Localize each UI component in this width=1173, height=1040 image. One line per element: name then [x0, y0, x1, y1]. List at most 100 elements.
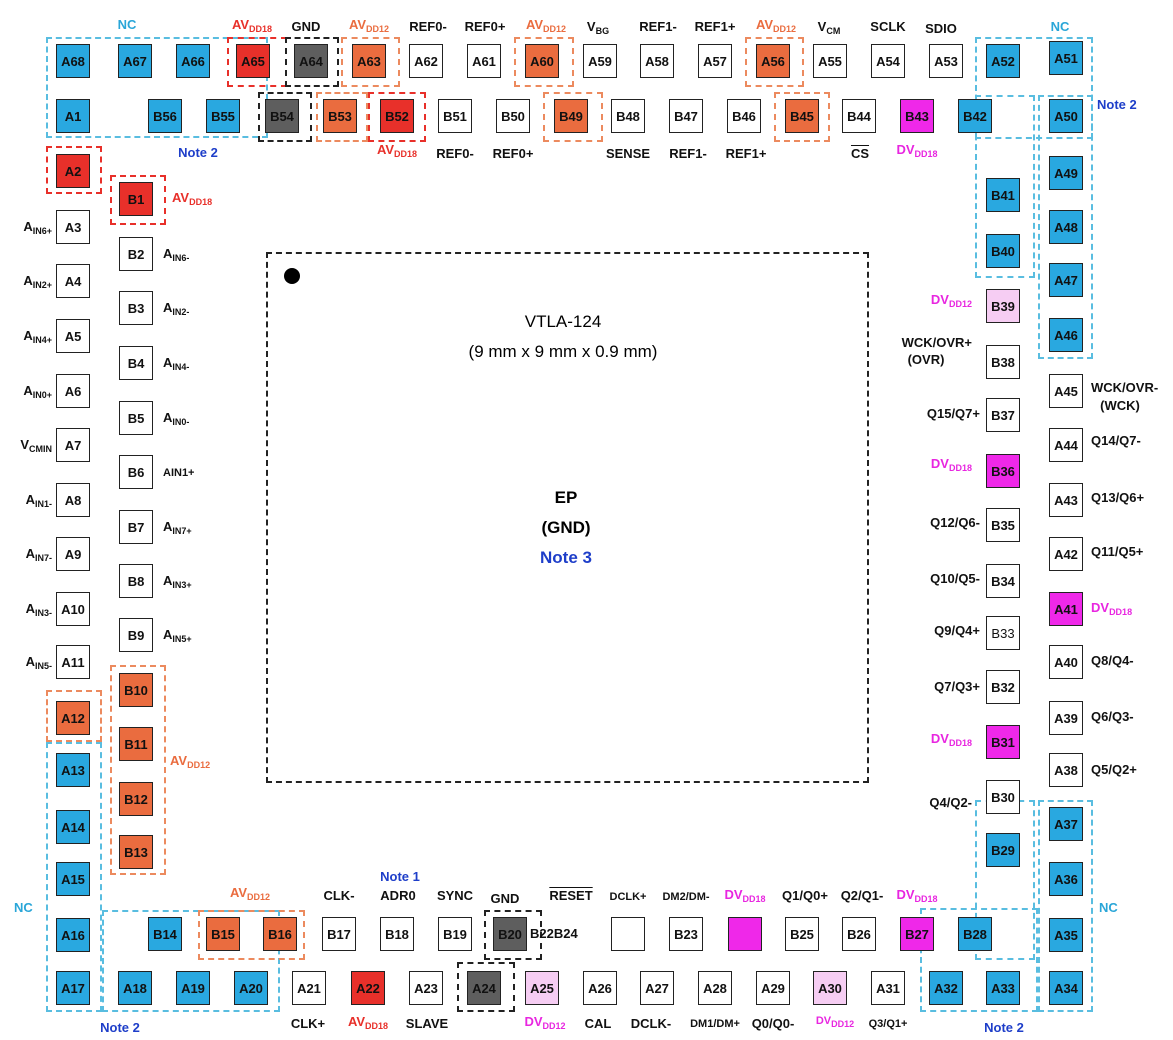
- nc-group-left-bottom: [46, 742, 102, 1012]
- pin-b52: B52: [380, 99, 414, 133]
- label-b4-ain4m: AIN4-: [163, 355, 189, 375]
- dd18-text: DD18: [189, 197, 213, 207]
- pin-a36: A36: [1049, 862, 1083, 896]
- label-b44-cs: CS: [850, 146, 870, 161]
- label-a9-ain7m: AIN7-: [26, 546, 52, 566]
- label-a3-ain6p: AIN6+: [23, 219, 52, 239]
- pin-b2: B2: [119, 237, 153, 271]
- pin-b22-b24-overlap-label: B22B24: [530, 926, 578, 941]
- av-text: AV: [525, 17, 544, 32]
- label-b2-ain6m: AIN6-: [163, 246, 189, 266]
- pin-a24: A24: [467, 971, 501, 1005]
- exposed-pad: [266, 252, 869, 783]
- pin-a18: A18: [118, 971, 152, 1005]
- pin-b47: B47: [669, 99, 703, 133]
- label-b27-dvdd18: DVDD18: [896, 887, 937, 907]
- pin-b23: B23: [669, 917, 703, 951]
- pin-a33: A33: [986, 971, 1020, 1005]
- label-b30-q4q2m: Q4/Q2-: [929, 795, 972, 810]
- pin-a2: A2: [56, 154, 90, 188]
- pin-a29: A29: [756, 971, 790, 1005]
- pin-a3: A3: [56, 210, 90, 244]
- in4m-text: IN4-: [172, 362, 190, 372]
- dd18-text: DD18: [249, 24, 273, 34]
- pin-a20: A20: [234, 971, 268, 1005]
- in5m-text: IN5-: [34, 661, 52, 671]
- pin-blank-white: [611, 917, 645, 951]
- pin-a5: A5: [56, 319, 90, 353]
- pin-a6: A6: [56, 374, 90, 408]
- label-b3-ain2m: AIN2-: [163, 300, 189, 320]
- gnd-group-a64: [285, 37, 339, 87]
- pin-a25: A25: [525, 971, 559, 1005]
- pin-b29: B29: [986, 833, 1020, 867]
- pin-a61: A61: [467, 44, 501, 78]
- in7m-text: IN7-: [34, 553, 52, 563]
- pin-b10: B10: [119, 673, 153, 707]
- pin-a1: A1: [56, 99, 90, 133]
- label-a5-ain4p: AIN4+: [23, 328, 52, 348]
- pin-b45: B45: [785, 99, 819, 133]
- dv-text: DV: [930, 456, 949, 471]
- nc-group-right-bottom: [1038, 800, 1093, 1012]
- pin-b34: B34: [986, 564, 1020, 598]
- av-text: AV: [347, 1014, 366, 1029]
- dv-text: DV: [930, 731, 949, 746]
- ep-name: EP: [554, 488, 578, 507]
- label-a4-ain2p: AIN2+: [23, 273, 52, 293]
- pin-b35: B35: [986, 508, 1020, 542]
- nc-group-right-a: [975, 95, 1035, 278]
- ep-function: (GND): [541, 518, 591, 537]
- av-text: AV: [231, 17, 250, 32]
- package-dimensions: (9 mm x 9 mm x 0.9 mm): [468, 342, 658, 361]
- label-b37-q15q7p: Q15/Q7+: [926, 406, 980, 421]
- av-text: AV: [348, 17, 367, 32]
- label-b35-q12q6m: Q12/Q6-: [930, 515, 980, 530]
- a-text: A: [23, 383, 33, 398]
- pin-b31: B31: [986, 725, 1020, 759]
- bg-text: BG: [595, 26, 610, 36]
- label-a31-q3q1p: Q3/Q1+: [868, 1018, 908, 1030]
- label-a54-sclk: SCLK: [870, 19, 906, 34]
- pin-a14: A14: [56, 810, 90, 844]
- in0m-text: IN0-: [172, 417, 190, 427]
- dv-text: DV: [815, 1015, 832, 1027]
- label-b17-clkm: CLK-: [323, 888, 355, 903]
- label-b36-dvdd18: DVDD18: [931, 456, 972, 476]
- label-b7-ain7p: AIN7+: [163, 519, 192, 539]
- pin-b56: B56: [148, 99, 182, 133]
- pin-a40: A40: [1049, 645, 1083, 679]
- label-b46-ref1p: REF1+: [725, 146, 767, 161]
- pin-a63: A63: [352, 44, 386, 78]
- pin-b55: B55: [206, 99, 240, 133]
- pin-b28: B28: [958, 917, 992, 951]
- label-a29-q0q0m: Q0/Q0-: [751, 1016, 795, 1031]
- label-nc-top-right: NC: [1050, 19, 1070, 34]
- pin-a26: A26: [583, 971, 617, 1005]
- pin-b15: B15: [206, 917, 240, 951]
- pin-b3: B3: [119, 291, 153, 325]
- label-b25-q1q0p: Q1/Q0+: [782, 888, 828, 903]
- label-a62-ref0m: REF0-: [409, 19, 447, 34]
- pin-b53: B53: [323, 99, 357, 133]
- pin-a39: A39: [1049, 701, 1083, 735]
- label-a26-cal: CAL: [584, 1016, 612, 1031]
- label-reset: RESET: [549, 888, 593, 903]
- avdd18-group-b52: [368, 92, 426, 142]
- label-a27-dclkm: DCLK-: [630, 1016, 672, 1031]
- pin-b40: B40: [986, 234, 1020, 268]
- label-a64-gnd: GND: [291, 19, 321, 34]
- v-text: V: [20, 437, 29, 452]
- label-b50-ref0p: REF0+: [492, 146, 534, 161]
- avdd18-group-b1: [110, 175, 166, 225]
- pin-b46: B46: [727, 99, 761, 133]
- pin-a54: A54: [871, 44, 905, 78]
- pin-b1: B1: [119, 182, 153, 216]
- label-b32-q7q3p: Q7/Q3+: [934, 679, 980, 694]
- pin-a42: A42: [1049, 537, 1083, 571]
- in4p-text: IN4+: [32, 335, 52, 345]
- pin-a12: A12: [56, 701, 90, 735]
- pin-b14: B14: [148, 917, 182, 951]
- pin-b27: B27: [900, 917, 934, 951]
